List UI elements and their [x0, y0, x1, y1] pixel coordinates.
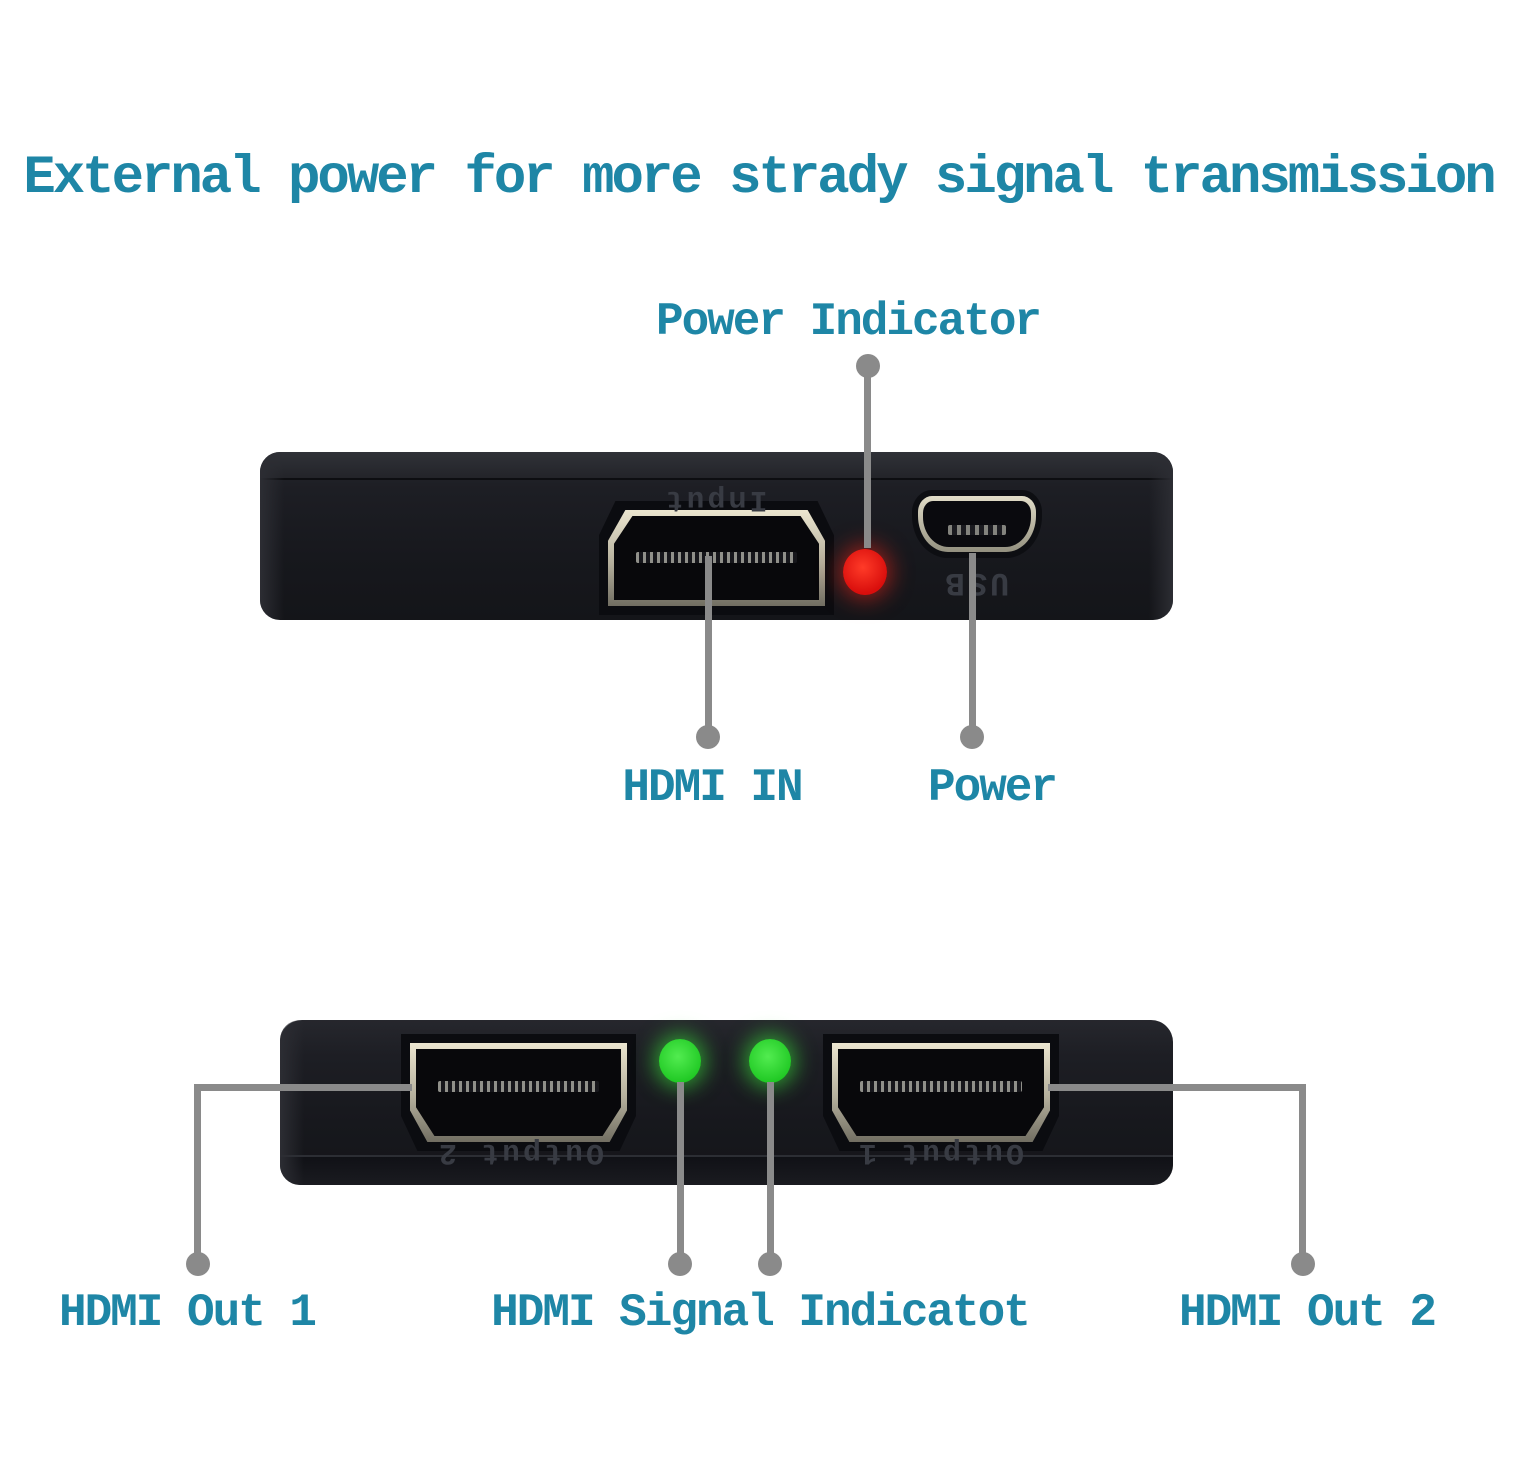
device-right-edge [1149, 452, 1173, 620]
leader-dot-power-indicator [856, 354, 880, 378]
splitter-input-side: Input USB [260, 452, 1173, 620]
hdmi-out-1-port [401, 1034, 636, 1151]
leader-line-power [969, 553, 976, 737]
signal-led-2 [749, 1039, 791, 1083]
callout-hdmi-out-1: HDMI Out 1 [58, 1287, 317, 1339]
device-left-edge [280, 1020, 304, 1185]
leader-dot-out2 [1291, 1252, 1315, 1276]
callout-power: Power [927, 762, 1058, 814]
port-pin-strip [860, 1080, 1022, 1092]
engraving-output-2: Output 2 [435, 1135, 605, 1169]
leader-line-out1-vertical [194, 1084, 201, 1266]
port-cavity [838, 1049, 1044, 1136]
leader-line-out2-vertical [1299, 1084, 1306, 1266]
signal-led-1 [659, 1039, 701, 1083]
leader-line-hdmi-in [705, 556, 712, 736]
leader-dot-out1 [186, 1252, 210, 1276]
power-led [843, 549, 887, 595]
diagram-title: External power for more strady signal tr… [23, 148, 1496, 209]
callout-hdmi-in: HDMI IN [622, 762, 803, 814]
leader-line-out2-horizontal [1048, 1084, 1306, 1091]
port-pin-strip [636, 552, 797, 564]
splitter-output-side: Output 2 Output 1 [280, 1020, 1173, 1185]
leader-dot-signal-1 [668, 1252, 692, 1276]
device-left-edge [260, 452, 284, 620]
engraving-usb: USB [942, 564, 1010, 601]
hdmi-in-port [599, 501, 834, 615]
leader-dot-hdmi-in [696, 725, 720, 749]
device-bottom-bevel [280, 1155, 1173, 1185]
callout-hdmi-out-2: HDMI Out 2 [1178, 1287, 1437, 1339]
usb-power-port [918, 496, 1036, 552]
engraving-input: Input [662, 482, 768, 516]
usb-pin-tongue [948, 525, 1006, 536]
leader-dot-signal-2 [758, 1252, 782, 1276]
leader-line-signal-1 [677, 1082, 684, 1266]
usb-cavity [923, 501, 1031, 547]
leader-line-signal-2 [767, 1082, 774, 1266]
leader-line-power-indicator [864, 366, 871, 548]
callout-power-indicator: Power Indicator [655, 296, 1042, 348]
port-cavity [416, 1049, 621, 1136]
leader-dot-power [960, 725, 984, 749]
hdmi-out-2-port [823, 1034, 1059, 1151]
device-top-bevel [260, 452, 1173, 480]
port-pin-strip [438, 1080, 599, 1092]
leader-line-out1-horizontal [197, 1084, 412, 1091]
engraving-output-1: Output 1 [855, 1135, 1025, 1169]
callout-signal-indicator: HDMI Signal Indicatot [491, 1287, 1031, 1339]
